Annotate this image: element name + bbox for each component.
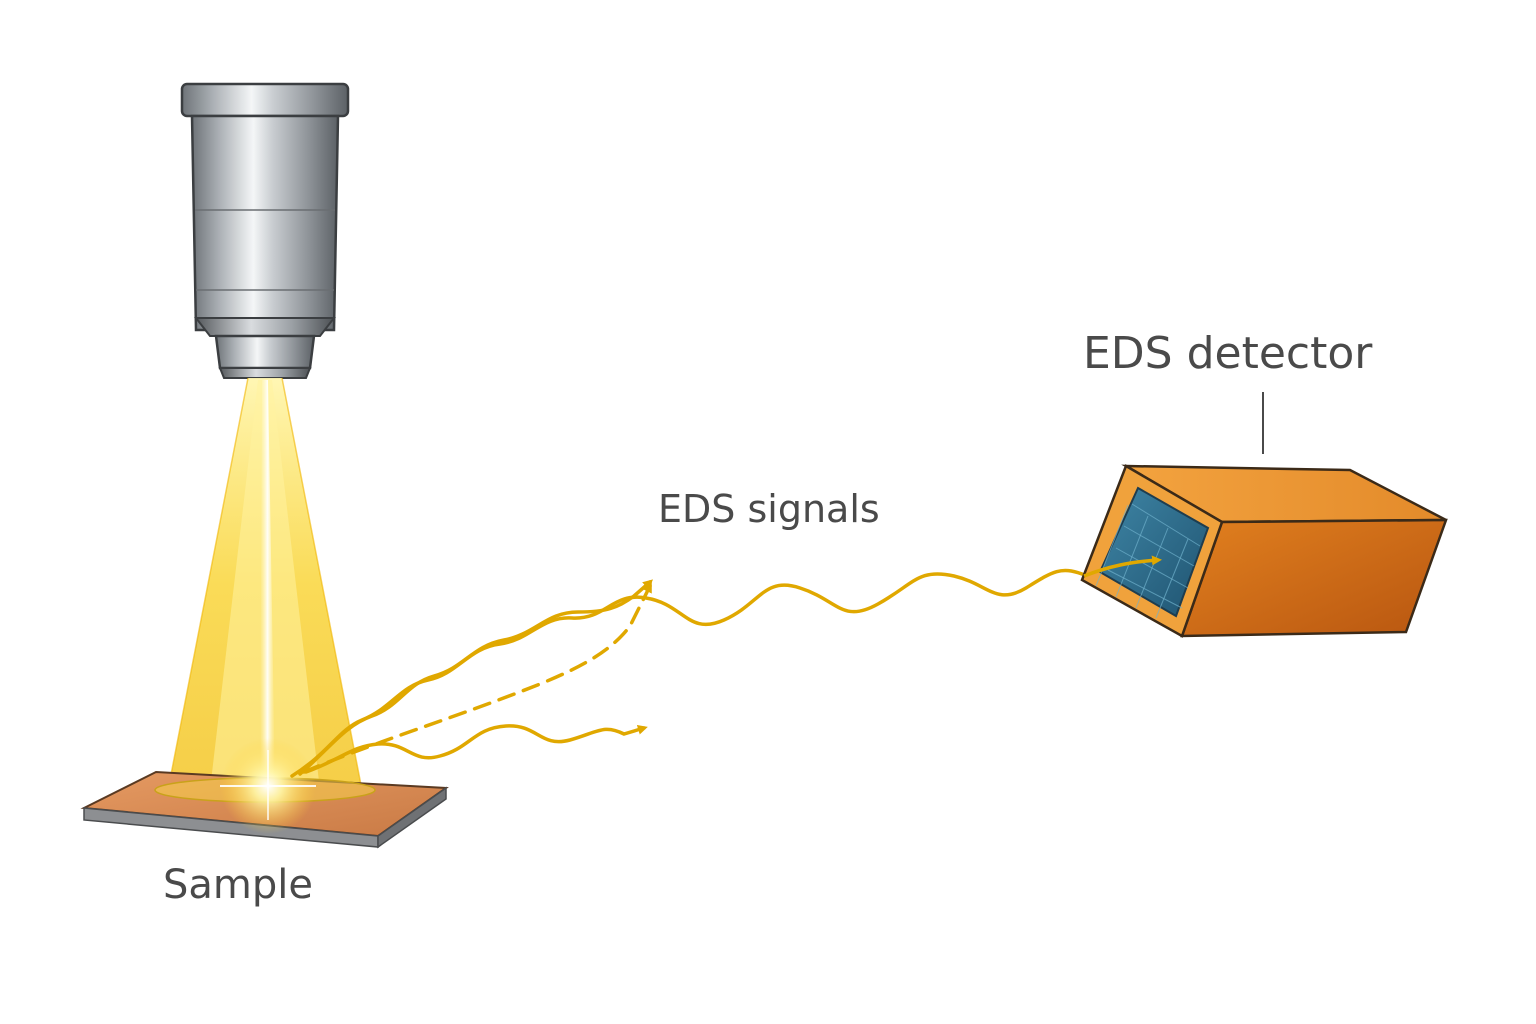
sample-label: Sample xyxy=(163,862,313,908)
signal-wave-upper xyxy=(298,579,654,776)
eds-detector-icon xyxy=(1080,464,1448,638)
eds-signals-label: EDS signals xyxy=(658,487,880,531)
signal-dashed-arrow xyxy=(302,582,652,774)
eds-detector-label: EDS detector xyxy=(1083,328,1373,379)
objective-lens-icon xyxy=(180,82,350,379)
signal-wave-to-detector xyxy=(290,568,1084,778)
eds-signals xyxy=(290,568,1084,778)
electron-beam-icon xyxy=(167,377,363,791)
beam-spot-icon xyxy=(220,738,316,834)
